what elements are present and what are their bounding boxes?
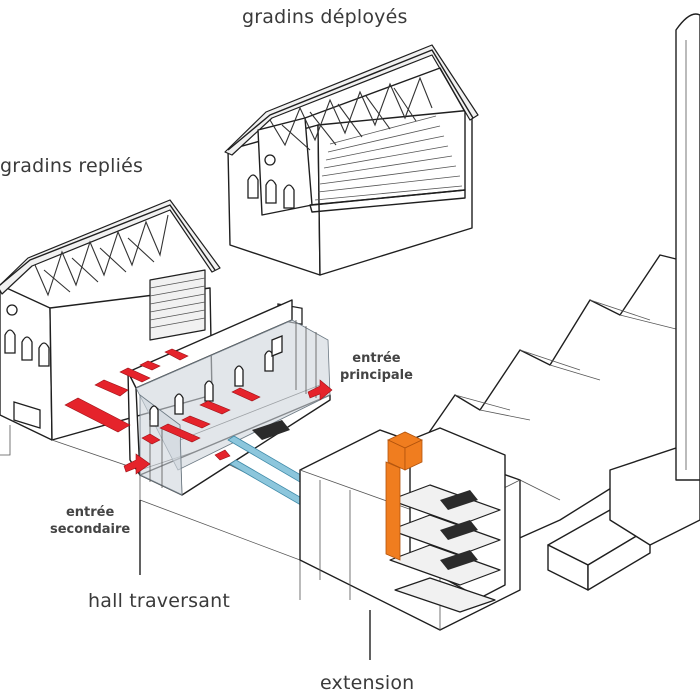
chimney xyxy=(675,13,700,481)
label-entree-secondaire: entrée secondaire xyxy=(50,504,130,538)
label-gradins-deployes: gradins déployés xyxy=(242,6,408,28)
label-entree-secondaire-line2: secondaire xyxy=(50,522,131,537)
label-entree-secondaire-line1: entrée xyxy=(65,505,115,520)
extension-volume xyxy=(299,427,521,631)
arrow-entree-secondaire xyxy=(123,453,151,475)
leader-lines xyxy=(139,500,371,660)
roof-trusses-top xyxy=(269,76,433,151)
label-extension: extension xyxy=(320,672,415,694)
roof-trusses-left xyxy=(34,214,169,297)
label-entree-principale-line2: principale xyxy=(340,368,413,383)
folded-seating xyxy=(149,269,206,341)
orange-circulation-tower xyxy=(385,431,423,561)
gable-windows-left xyxy=(4,304,50,429)
entry-arrows xyxy=(123,379,333,475)
label-entree-principale: entrée principale xyxy=(340,350,413,384)
building-gradins-deployes xyxy=(224,44,479,326)
arrow-entree-principale xyxy=(307,379,333,401)
deployed-seating xyxy=(309,115,466,213)
red-circulation-bars xyxy=(64,348,261,461)
label-gradins-replies: gradins repliés xyxy=(0,155,144,177)
hall-inner-windows xyxy=(149,335,283,427)
label-entree-principale-line1: entrée xyxy=(352,351,401,366)
label-hall-traversant: hall traversant xyxy=(88,590,230,612)
